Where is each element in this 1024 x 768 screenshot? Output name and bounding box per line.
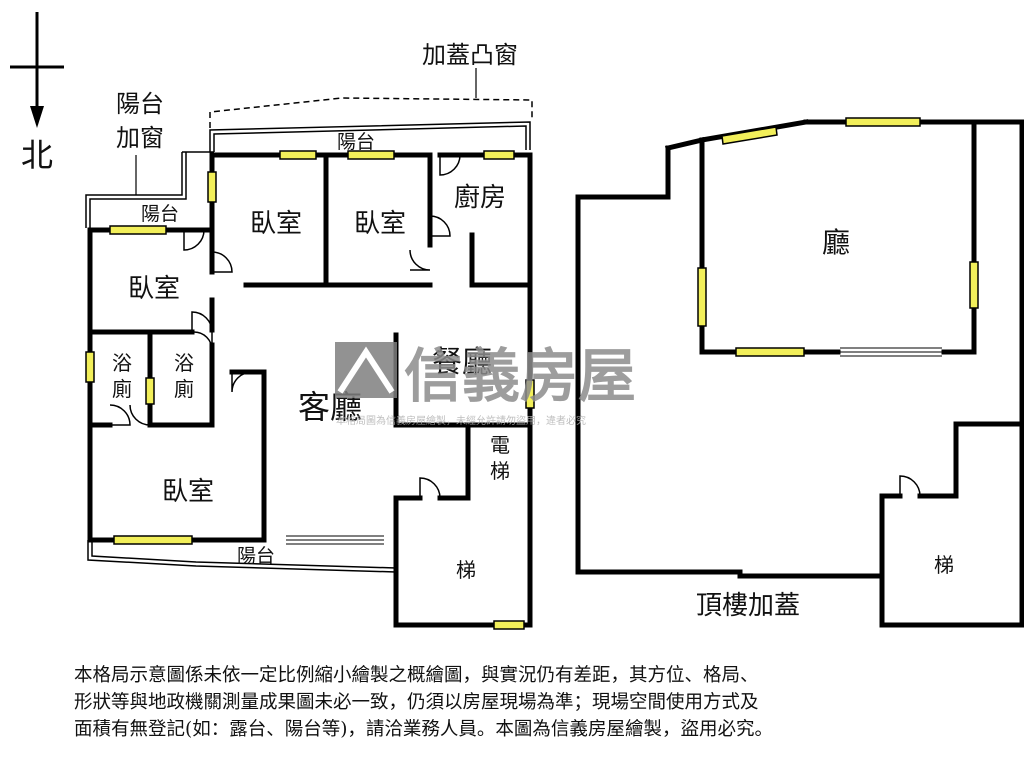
floor-plan-level-1: 陽台 加窗 加蓋凸窗 陽台 陽台 陽台 臥室 臥室 臥室 臥室 廚房 餐廳 客廳…: [85, 41, 535, 630]
sliding-door: [286, 535, 384, 545]
disclaimer-line-2: 形狀等與地政機關測量成果圖未必一致，仍須以房屋現場為準；現場空間使用方式及: [74, 692, 759, 713]
bedroom-4-label: 臥室: [162, 477, 214, 507]
bay-window-outline: [209, 97, 533, 128]
roof-stairs-label: 梯: [934, 553, 954, 577]
bay-window-label: 加蓋凸窗: [422, 41, 518, 69]
watermark-notice: 本格局圖為信義房屋繪製，未經允許請勿盜用，違者必究: [336, 414, 586, 427]
bedroom-1-label: 臥室: [250, 209, 302, 239]
dining-label: 餐廳: [432, 345, 492, 380]
bath-1-label: 浴廁: [112, 351, 132, 401]
doors-level-1: [109, 154, 461, 499]
balcony-top-label: 陽台: [337, 131, 375, 153]
elevator-label: 電梯: [490, 433, 510, 483]
rooftop-door: [899, 475, 921, 497]
kitchen-label: 廚房: [454, 183, 506, 213]
north-label: 北: [21, 136, 53, 174]
watermark-brand: 信義房屋: [404, 342, 636, 410]
balcony-outline: [85, 121, 531, 573]
stairs-label: 梯: [456, 558, 476, 582]
watermark: 信義房屋 本格局圖為信義房屋繪製，未經允許請勿盜用，違者必究: [335, 342, 636, 427]
hall-label: 廳: [822, 226, 850, 259]
balcony-left-label: 陽台: [141, 203, 179, 225]
disclaimer-line-3: 面積有無登記(如：露台、陽台等)，請洽業務人員。本圖為信義房屋繪製，盜用必究。: [74, 719, 773, 740]
disclaimer-line-1: 本格局示意圖係未依一定比例縮小繪製之概繪圖，與實況仍有差距，其方位、格局、: [74, 665, 759, 686]
balcony-window-label-1: 陽台: [116, 90, 164, 118]
balcony-window-label-2: 加窗: [116, 124, 164, 152]
walls-rooftop: [575, 119, 1024, 628]
windows-rooftop: [697, 117, 979, 357]
bedroom-3-label: 臥室: [128, 274, 180, 304]
brand-logo-icon: [335, 342, 397, 398]
bedroom-2-label: 臥室: [354, 209, 406, 239]
balcony-bottom-label: 陽台: [237, 545, 275, 567]
rooftop-sliding-door: [840, 347, 942, 357]
rooftop-caption: 頂樓加蓋: [696, 591, 800, 621]
windows-level-1: [85, 150, 535, 630]
bath-2-label: 浴廁: [174, 351, 194, 401]
floor-plan-rooftop: 廳 梯 頂樓加蓋: [575, 117, 1024, 628]
disclaimer: 本格局示意圖係未依一定比例縮小繪製之概繪圖，與實況仍有差距，其方位、格局、 形狀…: [74, 662, 994, 743]
north-arrow-icon: [30, 106, 44, 128]
compass: 北: [10, 12, 64, 174]
